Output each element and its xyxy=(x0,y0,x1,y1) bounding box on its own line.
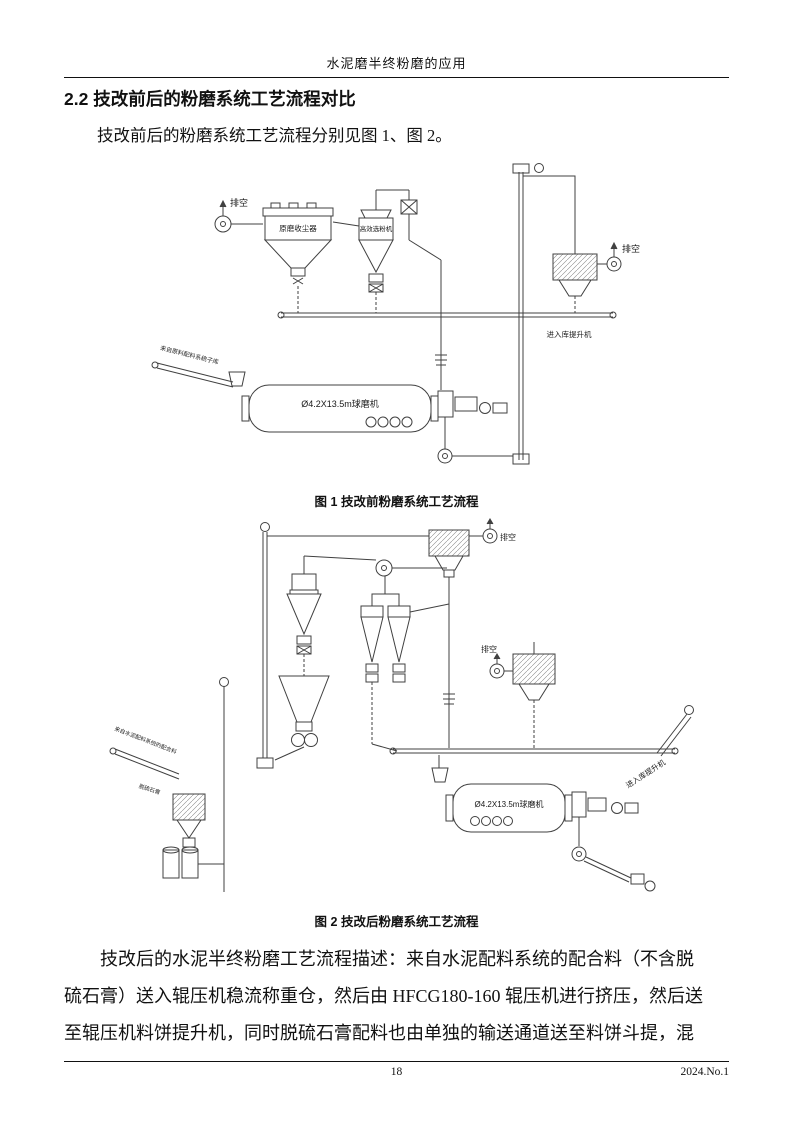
ball-mill xyxy=(430,755,572,833)
figure1-caption: 图 1 技改前粉磨系统工艺流程 xyxy=(314,495,479,509)
mill-label: Ø4.2X13.5m球磨机 xyxy=(301,398,379,409)
classifier-label: 高效选粉机 xyxy=(359,224,392,233)
pump-tanks xyxy=(162,846,224,879)
transport-duct xyxy=(218,677,229,892)
feed-chute xyxy=(151,361,246,388)
gypsum-note: 脱硫石膏 xyxy=(137,782,161,797)
air-box xyxy=(375,189,447,390)
footer: 18 2024.No.1 xyxy=(64,1066,729,1078)
belt-conveyor xyxy=(389,705,694,757)
top-hopper xyxy=(428,529,469,748)
vent-left-label: 排空 xyxy=(230,197,248,208)
dust-collector-label: 原磨收尘器 xyxy=(279,223,317,233)
body-line: 至辊压机料饼提升机，同时脱硫石膏配料也由单独的输送通道送至料饼斗提，混 xyxy=(64,1023,694,1043)
issue-label: 2024.No.1 xyxy=(680,1066,729,1078)
elevator xyxy=(512,163,575,465)
section-heading: 2.2 技改前后的粉磨系统工艺流程对比 xyxy=(64,89,356,109)
fan-icon xyxy=(596,241,621,272)
roller-press xyxy=(274,733,318,761)
mill-discharge xyxy=(437,390,513,464)
running-title: 水泥磨半终粉磨的应用 xyxy=(326,56,467,71)
fan-icon xyxy=(489,653,513,679)
silo-feed-hopper xyxy=(512,642,555,748)
figure2-diagram: 排空 xyxy=(109,518,694,892)
feed-note: 来自水泥配料系统的配合料 xyxy=(113,725,178,756)
elevator-note: 进入库提升机 xyxy=(623,757,667,790)
silo-feed-hopper xyxy=(552,253,597,313)
footer-rule xyxy=(64,1061,729,1062)
elevator xyxy=(256,522,429,769)
vent-right-label: 排空 xyxy=(622,243,640,254)
mill-label: Ø4.2X13.5m球磨机 xyxy=(474,799,543,809)
vent-top-label: 排空 xyxy=(500,532,516,542)
header-rule xyxy=(64,77,729,78)
figure1: 排空 原磨收尘器 xyxy=(117,160,677,488)
feed-chute xyxy=(109,747,179,780)
belt-conveyor xyxy=(277,311,616,319)
elevator-note: 进入库提升机 xyxy=(546,329,591,339)
classifier xyxy=(332,190,394,313)
dust-collector xyxy=(262,202,333,313)
page-number: 18 xyxy=(390,1066,403,1078)
figure2-caption: 图 2 技改后粉磨系统工艺流程 xyxy=(314,915,479,929)
fan-icon xyxy=(468,518,497,544)
fan-icon xyxy=(375,559,447,594)
mill-discharge xyxy=(571,791,655,892)
feed-note: 来自原料配料系统子库 xyxy=(159,344,219,366)
figure1-diagram: 排空 原磨收尘器 xyxy=(151,163,640,465)
body-line: 硫石膏）送入辊压机稳流称重仓，然后由 HFCG180-160 辊压机进行挤压，然… xyxy=(64,986,704,1006)
separator xyxy=(285,555,376,676)
weighing-bin xyxy=(277,675,330,732)
vent-right-label: 排空 xyxy=(481,644,497,654)
body-line: 技改后的水泥半终粉磨工艺流程描述：来自水泥配料系统的配合料（不含脱 xyxy=(100,949,694,969)
ball-mill xyxy=(241,384,438,433)
intro-paragraph: 技改前后的粉磨系统工艺流程分别见图 1、图 2。 xyxy=(97,126,452,145)
cyclones xyxy=(359,576,449,752)
figure2: 排空 xyxy=(87,516,707,906)
body-paragraph: 技改后的水泥半终粉磨工艺流程描述：来自水泥配料系统的配合料（不含脱 硫石膏）送入… xyxy=(64,941,729,1052)
fan-icon xyxy=(214,199,263,233)
gypsum-hopper xyxy=(172,793,205,848)
